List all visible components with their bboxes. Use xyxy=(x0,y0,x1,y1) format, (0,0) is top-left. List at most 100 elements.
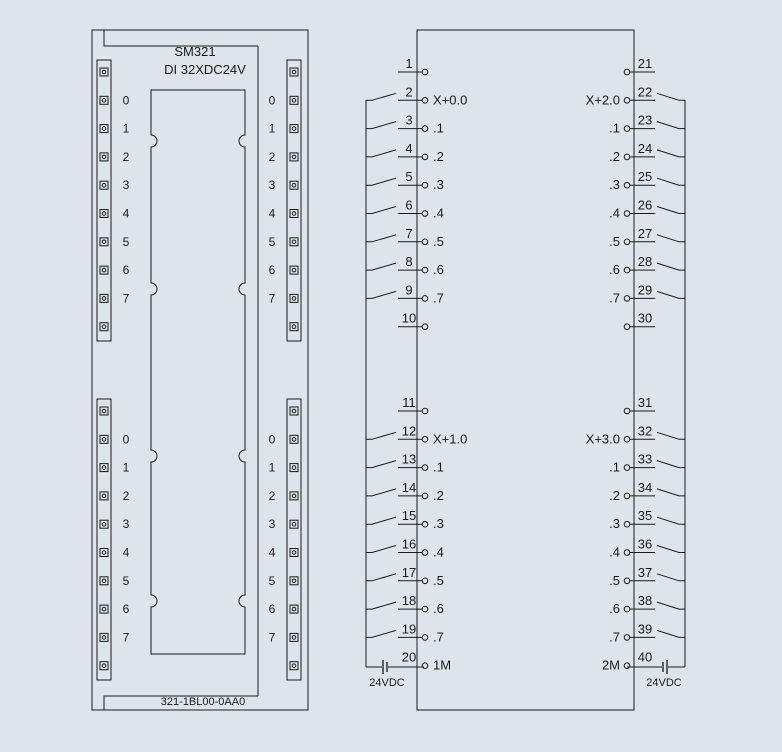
terminal-wiring-diagram: 12X+0.03.14.25.36.47.58.69.7101112X+1.01… xyxy=(365,29,686,711)
terminal-row-right: 33.1 xyxy=(609,452,685,475)
pin-number: 4 xyxy=(405,141,412,156)
terminal-circle xyxy=(623,549,631,556)
terminal-row-right: 29.7 xyxy=(609,282,685,305)
status-led-dot xyxy=(101,267,107,273)
terminal-row-right: 28.6 xyxy=(609,254,685,277)
status-led xyxy=(289,322,299,332)
pin-number: 30 xyxy=(638,311,652,326)
switch-contact xyxy=(656,262,685,271)
terminal-circle xyxy=(421,492,429,500)
status-led-dot xyxy=(291,663,297,669)
terminal-circle xyxy=(421,407,429,415)
address-label: .2 xyxy=(609,149,620,164)
status-led-dot xyxy=(291,267,297,273)
pin-number: 33 xyxy=(638,452,652,467)
channel-label: 1 xyxy=(269,461,276,475)
status-led-dot xyxy=(291,493,297,499)
address-label: .3 xyxy=(433,177,444,192)
address-label: .7 xyxy=(433,629,444,644)
switch-contact xyxy=(656,573,685,582)
terminal-circle xyxy=(623,181,631,189)
status-led xyxy=(99,237,109,247)
status-led-dot xyxy=(101,465,107,470)
switch-contact xyxy=(656,545,685,553)
switch-contact xyxy=(656,601,685,610)
supply-left: 24VDC xyxy=(366,660,424,689)
channel-label: 7 xyxy=(269,291,276,305)
status-led-dot xyxy=(291,211,297,216)
channel-label: 1 xyxy=(123,461,130,475)
address-label: .1 xyxy=(609,460,620,475)
terminal-circle xyxy=(421,464,429,471)
terminal-circle xyxy=(623,464,631,471)
terminal-row-right: 34.2 xyxy=(609,480,685,503)
status-led xyxy=(289,180,299,190)
address-label: .2 xyxy=(433,149,444,164)
switch-contact xyxy=(366,234,397,243)
switch-contact xyxy=(366,488,397,497)
terminal-circle xyxy=(421,266,429,274)
pin-number: 34 xyxy=(638,480,652,495)
pin-number: 5 xyxy=(405,169,412,184)
pin-number: 31 xyxy=(638,395,652,410)
status-led xyxy=(99,180,109,190)
supply-right-label: 24VDC xyxy=(646,677,682,689)
terminal-row-right: 22X+2.0 xyxy=(586,84,685,107)
pin-number: 15 xyxy=(402,508,416,523)
terminal-circle xyxy=(421,97,429,104)
pin-number: 32 xyxy=(638,423,652,438)
status-led xyxy=(99,209,109,218)
terminal-row-right: 36.4 xyxy=(609,537,685,560)
status-led xyxy=(99,322,109,332)
channel-label: 2 xyxy=(123,150,130,164)
address-label: .5 xyxy=(433,573,444,588)
led-strip-bottom-left xyxy=(96,398,112,681)
channel-label: 0 xyxy=(269,93,276,107)
status-led-dot xyxy=(101,437,107,442)
status-led xyxy=(289,632,299,642)
pin-number: 18 xyxy=(402,593,416,608)
channel-label: 6 xyxy=(269,602,276,616)
channel-label: 3 xyxy=(123,517,130,531)
terminal-circle xyxy=(623,662,631,670)
terminal-row-right: 27.5 xyxy=(609,226,685,249)
status-led xyxy=(99,632,109,642)
terminal-row-right: 37.5 xyxy=(609,565,685,588)
channel-label: 3 xyxy=(269,517,276,531)
pin-number: 10 xyxy=(402,311,416,326)
terminal-circle xyxy=(623,238,631,246)
address-label: .2 xyxy=(433,488,444,503)
channel-label: 5 xyxy=(269,574,276,588)
status-led xyxy=(99,519,109,529)
status-led-dot xyxy=(101,663,107,669)
switch-contact xyxy=(366,206,397,214)
address-label: .5 xyxy=(609,573,620,588)
terminal-circle xyxy=(421,238,429,246)
status-led-dot xyxy=(291,465,297,470)
terminal-row-left: 10 xyxy=(398,311,429,331)
status-led-dot xyxy=(101,211,107,216)
status-led-dot xyxy=(101,69,107,75)
status-led-dot xyxy=(291,521,297,527)
terminal-circle xyxy=(421,210,429,217)
channel-label: 4 xyxy=(123,207,130,221)
terminal-circle xyxy=(623,520,631,528)
terminal-row-left: 12X+1.0 xyxy=(366,423,467,446)
label-window xyxy=(150,89,246,655)
address-label: X+2.0 xyxy=(586,92,620,107)
terminal-row-left: 11 xyxy=(398,395,429,415)
channel-label: 2 xyxy=(269,489,276,503)
switch-contact xyxy=(656,460,685,469)
order-number: 321-1BL00-0AA0 xyxy=(161,696,245,708)
pin-number: 3 xyxy=(405,113,412,128)
channel-label: 6 xyxy=(123,602,130,616)
terminal-row-left: 19.7 xyxy=(366,621,444,644)
switch-contact xyxy=(656,629,685,638)
switch-contact xyxy=(656,206,685,214)
channel-label: 5 xyxy=(123,235,130,249)
terminal-circle xyxy=(421,125,429,132)
terminal-row-right: 31 xyxy=(623,395,655,415)
status-led-dot xyxy=(101,493,107,499)
supply-left-label: 24VDC xyxy=(369,677,405,689)
